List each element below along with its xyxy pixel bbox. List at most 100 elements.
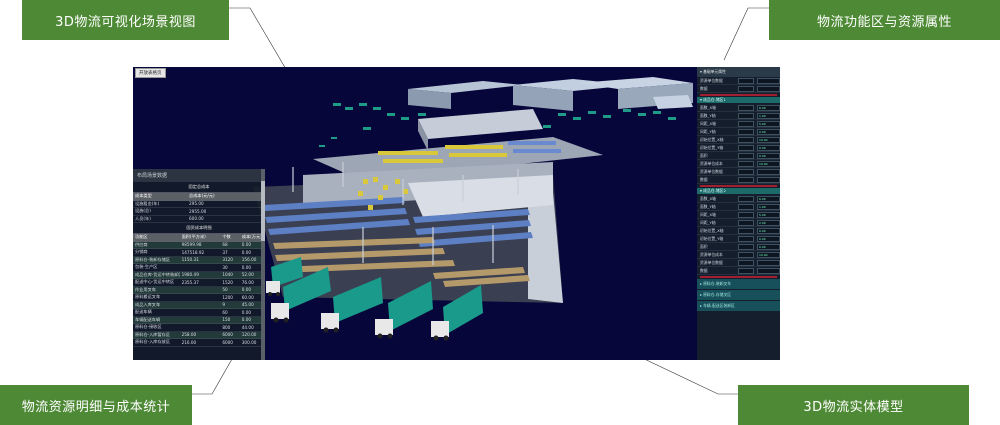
cost-header-type: 成本类型 xyxy=(135,193,152,199)
property-slider[interactable] xyxy=(738,128,754,135)
property-value-field[interactable]: 0.00 xyxy=(757,152,780,159)
property-value-field[interactable]: 0.00 xyxy=(757,243,780,250)
property-slider[interactable] xyxy=(738,104,754,111)
cell: 设施租金(年) xyxy=(135,200,160,206)
property-slider[interactable] xyxy=(738,195,754,202)
property-label: 初始位置_X轴 xyxy=(700,227,724,233)
property-value-field[interactable]: 1.00 xyxy=(757,112,780,119)
property-value-field[interactable]: 2.00 xyxy=(757,219,780,226)
property-value-field[interactable]: 1.00 xyxy=(757,203,780,210)
table-cell: 52.00 xyxy=(241,272,254,278)
property-slider[interactable] xyxy=(738,176,754,183)
table-cell: 供应商 xyxy=(135,241,148,247)
table-cell: 包装-生产区 xyxy=(135,264,158,270)
property-slider[interactable] xyxy=(738,235,754,242)
table-cell: 45.00 xyxy=(241,302,254,308)
property-label: 面数_X轴 xyxy=(700,104,716,110)
table-cell: 1980.49 xyxy=(181,272,199,278)
fold-item[interactable]: ▸ 原料仓-装卸叉车 xyxy=(697,279,780,289)
table-cell: 68 xyxy=(222,242,228,248)
property-label: 资源单位数据 xyxy=(700,259,723,265)
property-slider[interactable] xyxy=(738,160,754,167)
table-cell: 147518.92 xyxy=(181,249,205,255)
property-label: 间距_Y轴 xyxy=(700,128,716,134)
property-value-field[interactable] xyxy=(757,267,780,274)
property-value-field[interactable]: 5.00 xyxy=(757,120,780,127)
scene-viewport[interactable]: 开放表格页 布局场景数据 固定总成本 成本类型 总成本(元/元) 设施租金(年)… xyxy=(133,67,780,360)
property-slider[interactable] xyxy=(738,251,754,258)
property-label: 数据 xyxy=(700,267,708,273)
property-slider[interactable] xyxy=(738,259,754,266)
property-value-field[interactable]: 10.00 xyxy=(757,160,780,167)
property-slider[interactable] xyxy=(738,203,754,210)
base-unit-rows: 资源单位数据数据 xyxy=(697,77,780,93)
fold-item[interactable]: ▸ 原料仓-存储叉区 xyxy=(697,290,780,300)
table-cell: 0.00 xyxy=(241,249,252,255)
property-value-field[interactable]: 10.00 xyxy=(757,136,780,143)
table-cell: 原料仓-接收区 xyxy=(135,324,162,330)
property-slider[interactable] xyxy=(738,136,754,143)
property-value-field[interactable]: 0.00 xyxy=(757,235,780,242)
property-value-field[interactable]: 6.00 xyxy=(757,104,780,111)
property-label: 数据 xyxy=(700,176,708,182)
property-slider[interactable] xyxy=(738,77,754,84)
property-slider[interactable] xyxy=(738,267,754,274)
section-storage-2[interactable]: ▾ 成品仓-储区2 xyxy=(697,188,780,194)
property-slider[interactable] xyxy=(738,219,754,226)
property-value-field[interactable]: 10.00 xyxy=(757,251,780,258)
open-table-button[interactable]: 开放表格页 xyxy=(135,68,166,78)
warehouse-3d-scene[interactable] xyxy=(133,67,780,360)
section-base-unit[interactable]: ▾ 基础单元属性 xyxy=(697,67,780,77)
cost-header-total: 总成本(元/元) xyxy=(189,193,215,199)
table-cell: 1150.31 xyxy=(181,257,199,263)
property-slider[interactable] xyxy=(738,120,754,127)
property-value-field[interactable]: 0.00 xyxy=(757,144,780,151)
property-value-field[interactable]: 5.00 xyxy=(757,211,780,218)
property-value-field[interactable]: 0.00 xyxy=(757,227,780,234)
panel-scrollbar[interactable] xyxy=(261,169,265,360)
property-value-field[interactable] xyxy=(757,259,780,266)
section-storage-1[interactable]: ▾ 成品仓-储区1 xyxy=(697,97,780,103)
detail-header-cost: 成本(万元) xyxy=(241,234,262,240)
fold-item[interactable]: ▸ 车辆-配送区装卸区 xyxy=(697,301,780,311)
table-cell: 1200 xyxy=(222,294,233,300)
table-cell: 216.00 xyxy=(181,339,197,345)
table-cell: 配送中心-货运中转区 xyxy=(135,279,175,285)
property-slider[interactable] xyxy=(738,112,754,119)
table-cell: 800 xyxy=(222,324,231,330)
cell: 2955.00 xyxy=(189,208,207,214)
table-cell: 原料搬运叉车 xyxy=(135,294,161,300)
floor-stock-rows xyxy=(273,237,530,287)
property-slider[interactable] xyxy=(738,227,754,234)
cell: 600.00 xyxy=(189,216,204,222)
property-slider[interactable] xyxy=(738,152,754,159)
cell: 295.00 xyxy=(189,201,204,207)
property-slider[interactable] xyxy=(738,144,754,151)
property-value-field[interactable] xyxy=(757,168,780,175)
table-row: 人员(年) 600.00 xyxy=(133,216,265,223)
scrollbar-thumb[interactable] xyxy=(261,181,265,241)
property-value-field[interactable] xyxy=(757,176,780,183)
property-value-field[interactable] xyxy=(757,85,780,92)
property-slider[interactable] xyxy=(738,211,754,218)
property-value-field[interactable]: 6.00 xyxy=(757,195,780,202)
property-value-field[interactable]: 2.00 xyxy=(757,128,780,135)
table-cell: 1040 xyxy=(222,272,233,278)
property-label: 数据 xyxy=(700,85,708,91)
property-value-field[interactable] xyxy=(757,77,780,84)
property-slider[interactable] xyxy=(738,243,754,250)
property-slider[interactable] xyxy=(738,85,754,92)
table-cell: 0.00 xyxy=(241,287,252,293)
detail-table-header: 功能区 面积(平方米) 个数 成本(万元) xyxy=(133,234,265,242)
property-slider[interactable] xyxy=(738,168,754,175)
property-row: 数据 xyxy=(697,267,780,275)
